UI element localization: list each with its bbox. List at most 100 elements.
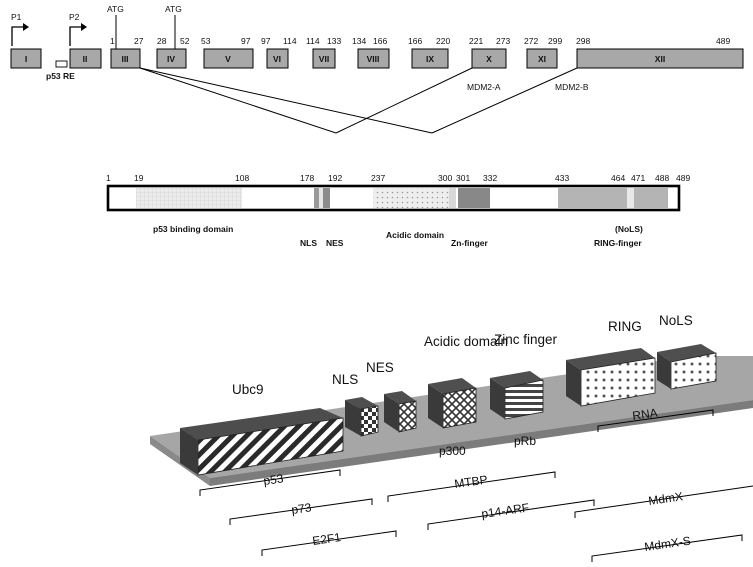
protein-3d-model: Ubc9 NLS NES Acidic domain Zinc finger R… (150, 313, 753, 562)
promoter-arrow-icon (69, 26, 82, 46)
exon-box (411, 48, 449, 69)
domain-label: (NoLS) (615, 224, 643, 234)
partner-label: pRb (514, 434, 536, 448)
exon-label: XI (538, 54, 546, 64)
partner-label: p14-ARF (480, 500, 530, 521)
position-label: 1 (106, 173, 111, 183)
position-label: 489 (676, 173, 690, 183)
nes-block (384, 391, 417, 433)
exon-label: VI (273, 54, 281, 64)
exon-start: 53 (201, 36, 211, 46)
exon-end: 489 (716, 36, 730, 46)
domain-label: RING-finger (594, 238, 642, 248)
exon-box (576, 48, 744, 69)
partner-label: MdmX-S (643, 534, 691, 554)
exon-start: 114 (306, 36, 320, 46)
nls-segment (314, 188, 319, 208)
model-label: RING (608, 319, 642, 334)
position-label: 108 (235, 173, 249, 183)
exon-box (69, 48, 102, 69)
model-label: Ubc9 (232, 382, 264, 397)
model-label: Zinc finger (494, 332, 558, 347)
bracket-e2f1 (261, 530, 397, 556)
exon-label: IX (426, 54, 434, 64)
exon-label: III (121, 54, 128, 64)
ring-segment-end (634, 188, 668, 208)
splice-lines (139, 67, 578, 134)
domain-label: NLS (300, 238, 317, 248)
position-label: 237 (371, 173, 385, 183)
domain-label: Acidic domain (386, 230, 444, 240)
exon-end: 299 (548, 36, 562, 46)
exon-start: 1 (110, 36, 115, 46)
exon-label: I (25, 54, 27, 64)
position-label: 301 (456, 173, 470, 183)
exon-label: VII (319, 54, 329, 64)
exon-end: 133 (327, 36, 341, 46)
position-label: 471 (631, 173, 645, 183)
model-label: NLS (332, 372, 358, 387)
p53-binding-segment (136, 188, 242, 208)
bracket-rna (597, 409, 714, 432)
partner-label: p300 (439, 444, 466, 458)
model-label: Acidic domain (424, 334, 508, 349)
partner-label: MTBP (453, 472, 488, 491)
nes-segment (323, 188, 330, 208)
exon-label: X (486, 54, 492, 64)
promoter-p2: P2 (69, 12, 87, 46)
position-label: 19 (134, 173, 144, 183)
exon-label: VIII (367, 54, 380, 64)
exon-box (156, 48, 187, 69)
gene-structure: P1 P2 p53 RE ATG ATG I II III IV V (10, 4, 744, 134)
ring-segment (558, 188, 627, 208)
exon-label: II (83, 54, 88, 64)
position-label: 178 (300, 173, 314, 183)
exon-box (357, 48, 390, 69)
position-label: 192 (328, 173, 342, 183)
partner-label: p73 (290, 500, 312, 517)
exon-end: 97 (241, 36, 251, 46)
position-label: 332 (483, 173, 497, 183)
model-label: NES (366, 360, 394, 375)
ring-block (566, 348, 656, 407)
nls-nes-gap (319, 188, 323, 208)
exon-box (471, 48, 507, 69)
position-label: 433 (555, 173, 569, 183)
p53-re-label: p53 RE (46, 71, 75, 81)
partner-label: MdmX (647, 489, 683, 508)
model-label: NoLS (659, 313, 693, 328)
exon-end: 166 (373, 36, 387, 46)
bracket-mdmxs (591, 534, 743, 562)
exon-box (526, 48, 558, 69)
nols-block (657, 344, 717, 390)
bracket-mtbp (387, 471, 556, 502)
zinc-finger-segment (458, 188, 490, 208)
promoter-arrow-icon (11, 26, 24, 46)
exon-end: 273 (496, 36, 510, 46)
partner-label: p53 (262, 471, 284, 488)
domain-label: p53 binding domain (153, 224, 233, 234)
acidic-block (428, 378, 477, 429)
exon-box (312, 48, 336, 69)
splice-variant-label: MDM2-A (467, 82, 501, 92)
exon-start: 166 (408, 36, 422, 46)
partner-label: RNA (631, 406, 658, 423)
exon-box (110, 48, 141, 69)
base-front-long (210, 400, 753, 486)
atg-label-2: ATG (165, 4, 182, 14)
exon-start: 272 (524, 36, 538, 46)
bracket-p73 (229, 498, 373, 525)
protein-map: 1 19 108 178 192 237 300 301 332 433 464… (106, 173, 690, 248)
position-label: 488 (655, 173, 669, 183)
exon-label: IV (167, 54, 175, 64)
promoter-p1: P1 (11, 12, 29, 46)
atg-label-1: ATG (107, 4, 124, 14)
p53-response-element (55, 60, 68, 68)
exon-start: 221 (469, 36, 483, 46)
exon-box (266, 48, 289, 69)
splice-variant-label: MDM2-B (555, 82, 589, 92)
partner-label: E2F1 (311, 530, 342, 548)
exon-start: 97 (261, 36, 271, 46)
exon-box (203, 48, 254, 69)
